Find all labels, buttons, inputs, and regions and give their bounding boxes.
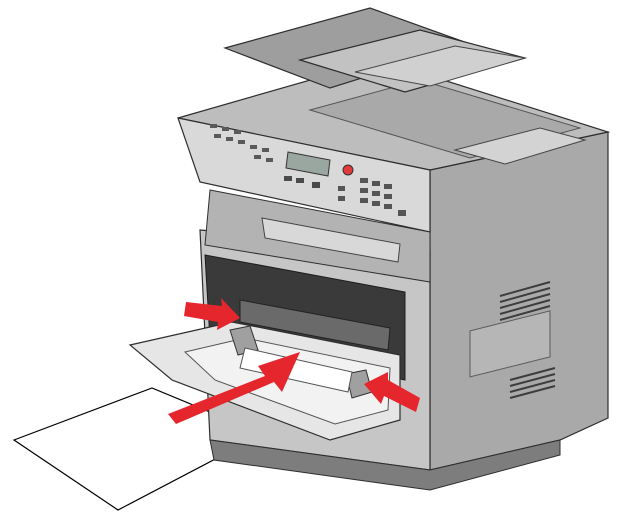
numeric-keypad[interactable]	[338, 178, 406, 216]
loaded-paper-stack	[239, 347, 353, 393]
side-panel-cover	[469, 310, 551, 378]
navigation-buttons[interactable]	[284, 176, 320, 188]
function-buttons-left[interactable]	[210, 124, 273, 162]
insert-paper-arrow-icon	[168, 352, 300, 424]
adf-tray-extension	[354, 45, 526, 87]
document-output-tray	[453, 127, 587, 165]
guide-right-arrow-icon	[364, 372, 420, 412]
interior-slot	[239, 299, 391, 351]
paper-guide-left[interactable]	[229, 325, 259, 356]
side-vents	[499, 281, 556, 399]
printer-side-panel	[429, 131, 609, 471]
guide-left-arrow-icon	[184, 298, 240, 330]
printer-base	[209, 439, 561, 491]
lcd-display	[285, 151, 331, 177]
stop-button[interactable]	[342, 164, 354, 176]
output-bin-shelf	[261, 217, 401, 263]
